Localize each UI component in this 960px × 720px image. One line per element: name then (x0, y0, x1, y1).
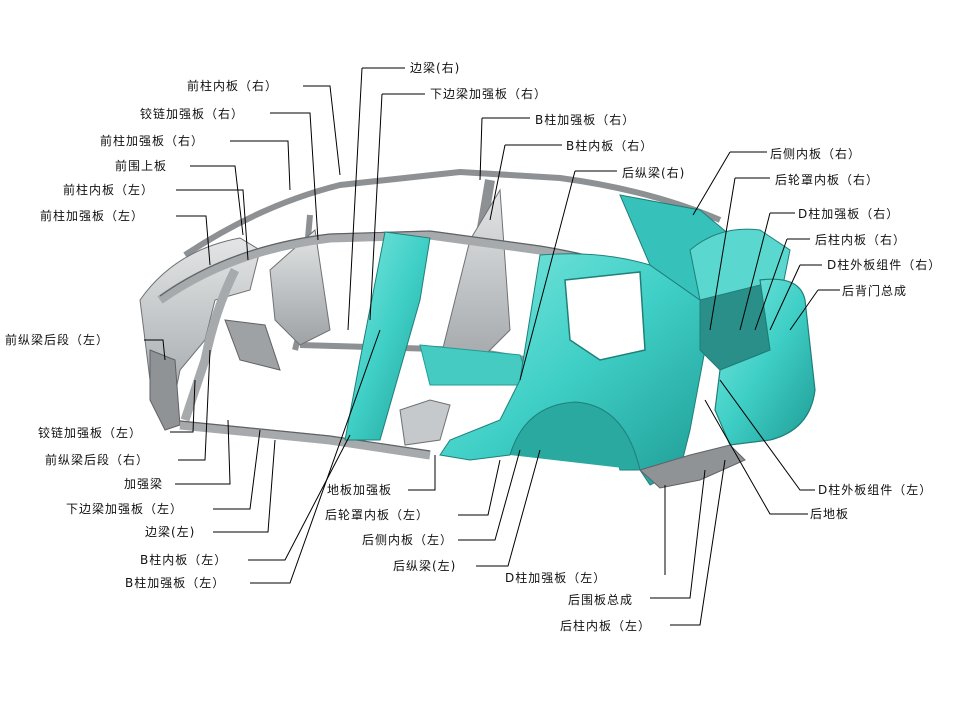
label-d-pillar-reinforcement-left: D柱加强板（左） (505, 571, 607, 585)
label-b-pillar-reinforcement-left: B柱加强板（左） (125, 576, 226, 590)
leader-lines (144, 67, 840, 626)
label-rear-side-inner-left: 后侧内板（左） (362, 533, 454, 547)
label-rear-floor: 后地板 (810, 507, 850, 521)
label-lower-sill-reinforcement-left: 下边梁加强板（左） (66, 502, 184, 516)
label-cowl-upper-panel: 前围上板 (115, 159, 168, 173)
label-d-pillar-outer-assembly-right: D柱外板组件（右） (827, 258, 942, 272)
label-front-rail-rear-right: 前纵梁后段（右） (45, 453, 150, 467)
front-rail-left-shape (149, 349, 181, 431)
label-rear-side-inner-right: 后侧内板（右） (770, 147, 862, 161)
label-rear-wheelhouse-inner-right: 后轮罩内板（右） (775, 173, 880, 187)
label-lower-sill-reinforcement-right: 下边梁加强板（右） (430, 87, 548, 101)
hinge-plate-shape (224, 319, 281, 371)
label-b-pillar-reinforcement-right: B柱加强板（右） (535, 113, 636, 127)
label-rear-panel-assembly: 后围板总成 (568, 593, 634, 607)
label-tailgate-assembly: 后背门总成 (842, 284, 908, 298)
label-d-pillar-reinforcement-right: D柱加强板（右） (798, 207, 900, 221)
label-rear-pillar-inner-left: 后柱内板（左） (560, 619, 652, 633)
b-pillar-left-shape (344, 231, 431, 441)
label-reinforcement-beam: 加强梁 (124, 477, 164, 491)
label-front-pillar-reinforcement-right: 前柱加强板（右） (100, 134, 205, 148)
label-rear-rail-right: 后纵梁(右) (622, 166, 686, 180)
tailgate-shape (714, 278, 816, 446)
wheel-arch-shape (509, 401, 641, 471)
label-rear-rail-left: 后纵梁(左) (393, 559, 457, 573)
rear-quarter-window-opening (564, 271, 646, 361)
label-side-rail-right: 边梁(右) (410, 61, 461, 75)
floor-bracket-shape (399, 399, 451, 446)
label-d-pillar-outer-assembly-left: D柱外板组件（左） (818, 483, 933, 497)
label-rear-wheelhouse-inner-left: 后轮罩内板（左） (325, 508, 430, 522)
label-hinge-reinforcement-right: 铰链加强板（右） (140, 107, 245, 121)
label-b-pillar-inner-left: B柱内板（左） (140, 553, 228, 567)
label-front-pillar-inner-right: 前柱内板（右） (187, 79, 279, 93)
label-front-pillar-reinforcement-left: 前柱加强板（左） (40, 209, 145, 223)
floor-crossmember-shape (419, 344, 531, 386)
label-side-rail-left: 边梁(左) (145, 525, 196, 539)
label-front-pillar-inner-left: 前柱内板（左） (63, 183, 155, 197)
label-rear-pillar-inner-right: 后柱内板（右） (815, 233, 907, 247)
label-hinge-reinforcement-left: 铰链加强板（左） (38, 426, 143, 440)
rear-floor-shape (639, 444, 746, 489)
label-b-pillar-inner-right: B柱内板（右） (566, 139, 654, 153)
label-floor-reinforcement: 地板加强板 (327, 483, 393, 497)
label-front-rail-rear-left: 前纵梁后段（左） (5, 333, 110, 347)
